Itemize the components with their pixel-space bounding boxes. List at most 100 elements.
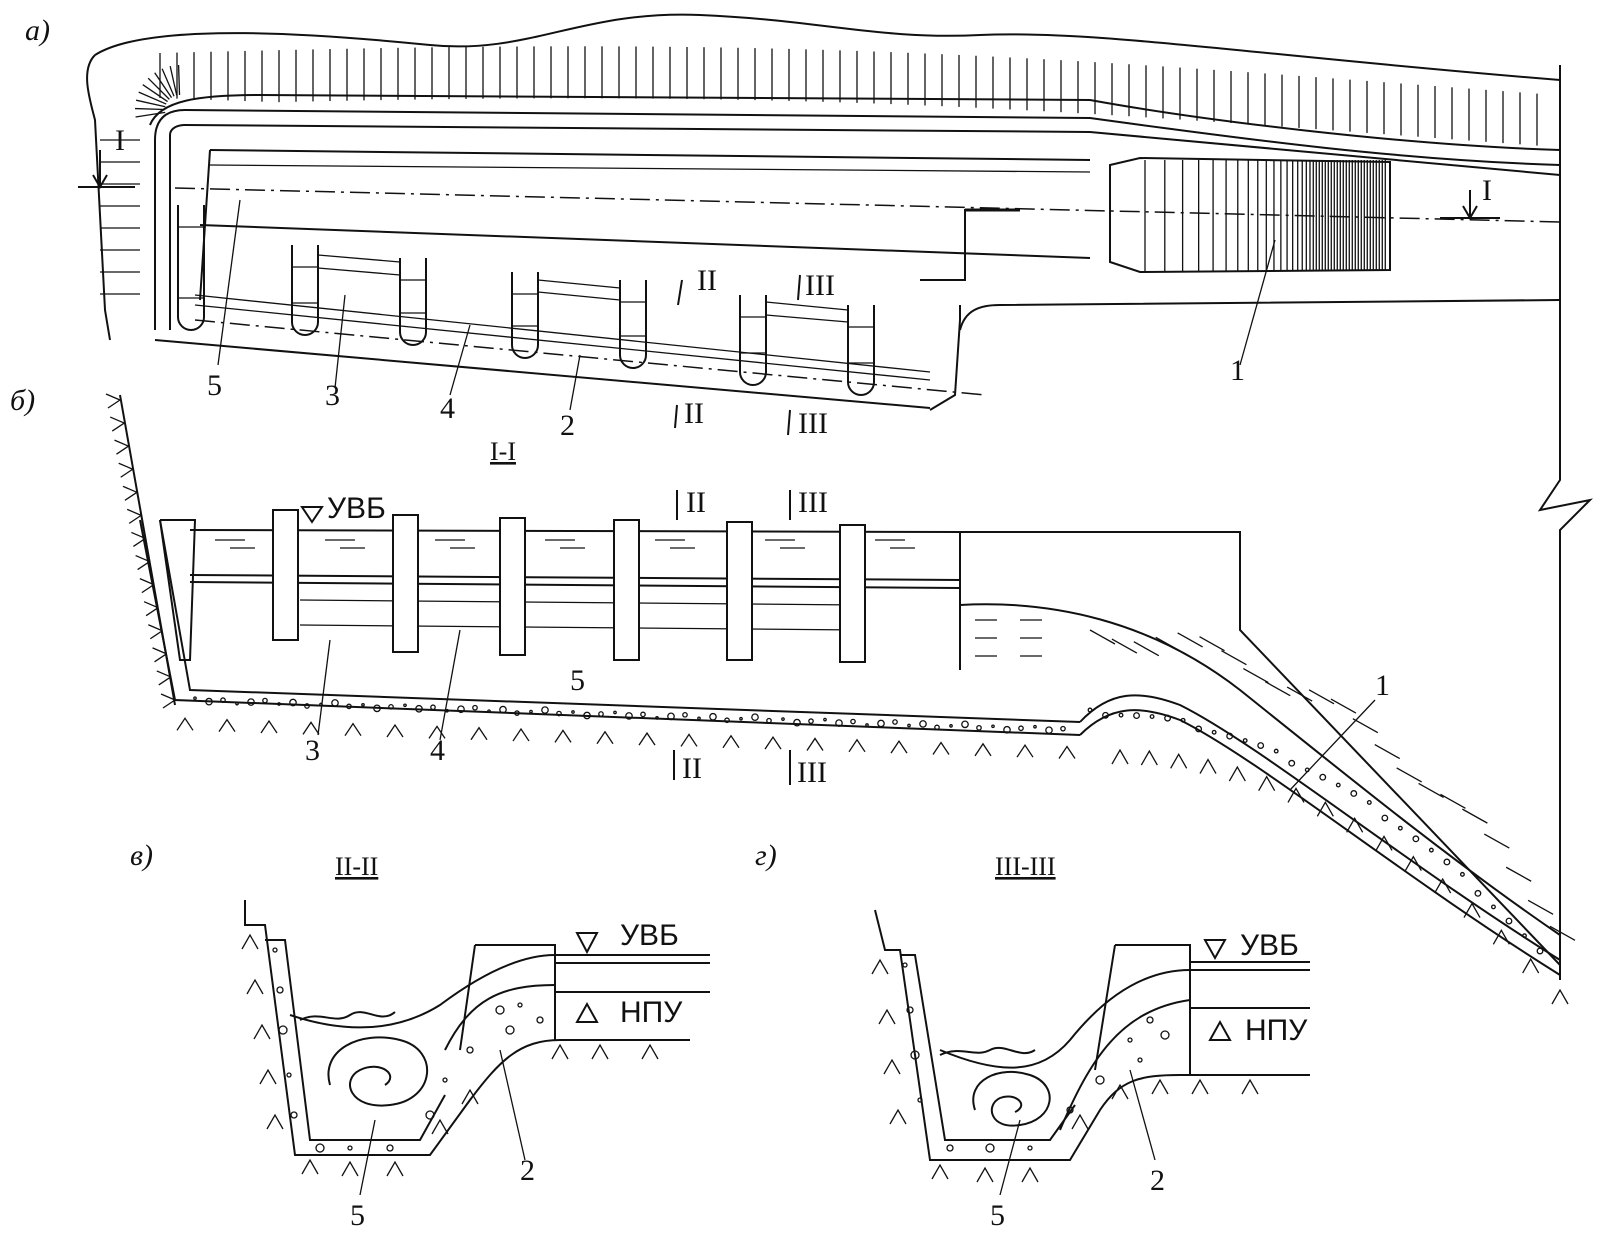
canal-lower-wall-3 <box>194 304 931 381</box>
left-wall <box>159 519 197 661</box>
flow-dash <box>1111 638 1138 654</box>
panel-label-g: г) <box>755 839 777 872</box>
callout-3-section: 3 <box>305 734 320 767</box>
gravel-dot <box>1149 714 1155 720</box>
ground-tick <box>722 734 740 749</box>
leader-2-plan <box>569 354 581 411</box>
gravel-dot <box>1242 738 1248 743</box>
flow-curve-III-1 <box>939 969 1191 1069</box>
callout-5-section: 5 <box>570 664 585 697</box>
ground-tick <box>1434 877 1452 894</box>
ground-tick <box>512 727 530 742</box>
slope-hachure <box>135 111 166 118</box>
gravel-dot <box>919 720 927 728</box>
ground-tick <box>1287 787 1305 803</box>
eddy-II <box>327 1036 428 1107</box>
callout-1-section: 1 <box>1375 669 1390 702</box>
flow-curve-II-2 <box>444 984 556 1051</box>
leader-5-III <box>999 1119 1021 1196</box>
canal-floor-edge <box>209 149 1091 161</box>
sill-plan <box>317 267 401 276</box>
gravel-dot <box>290 1111 298 1119</box>
baffle-pier-plan <box>619 280 647 369</box>
ground-tick <box>114 439 129 455</box>
sill-plan <box>537 279 621 289</box>
axis-line-main <box>174 187 1561 223</box>
leader-5-plan <box>217 199 241 366</box>
slope-hachure <box>135 99 166 108</box>
panel-label-v: в) <box>130 839 153 872</box>
baffle-pier-plan <box>399 258 427 346</box>
uvb-triangle-section <box>300 506 324 524</box>
callout-2-II: 2 <box>520 1154 535 1187</box>
trench-outline-III <box>874 909 1310 1161</box>
gravel-dot <box>1137 1057 1143 1063</box>
slope-hachure <box>161 68 175 97</box>
flow-curve-III-2 <box>1059 999 1191 1131</box>
gravel-dot <box>907 723 911 728</box>
bottom-lining-inner <box>159 519 1081 723</box>
baffle-pier-section <box>726 521 753 661</box>
cut-mark-II-top: II <box>677 264 717 306</box>
gravel-dot <box>286 1072 292 1078</box>
canal-lower-wall <box>154 339 931 409</box>
callout-3-plan: 3 <box>325 379 340 412</box>
ground-tick <box>889 1108 907 1125</box>
sill-line-1 <box>299 599 861 606</box>
gravel-dot <box>910 1050 920 1060</box>
baffle-pier-section <box>613 519 640 661</box>
gravel-dot <box>457 705 465 714</box>
ground-tick <box>883 1058 901 1075</box>
cut-II-label-top: II <box>697 264 717 297</box>
gravel-dot <box>1066 1106 1074 1114</box>
gravel-dot <box>613 710 617 715</box>
slope-hachure <box>177 65 181 96</box>
gravel-dot <box>205 697 213 706</box>
ground-tick <box>1241 1078 1259 1095</box>
leader-2-II <box>499 1049 526 1161</box>
gravel-dot <box>1180 717 1186 723</box>
gravel-dot <box>1003 725 1011 734</box>
baffle-pier-section <box>839 524 866 663</box>
ground-tick <box>118 462 134 478</box>
ground-tick <box>259 1068 277 1085</box>
trench-lining-III <box>900 954 1076 1141</box>
gravel-dot <box>991 724 995 729</box>
gravel-dot <box>1226 732 1234 740</box>
flow-dash <box>1089 629 1116 645</box>
ground-tick <box>253 1023 271 1040</box>
chute-floor-upper <box>1079 694 1561 961</box>
section-title-II-II: II-II <box>335 852 378 881</box>
gravel-dot <box>1045 726 1053 735</box>
gravel-dot <box>315 1143 325 1153</box>
gravel-dot <box>1027 1145 1033 1151</box>
ground-tick <box>344 722 362 737</box>
ground-tick <box>1170 752 1188 769</box>
gravel-dot <box>1195 725 1203 733</box>
gravel-dot <box>1505 917 1513 925</box>
gravel-dot <box>1033 724 1037 729</box>
slope-hachure <box>169 65 178 96</box>
ground-tick <box>1191 1078 1209 1095</box>
ground-tick <box>1228 765 1246 782</box>
chute-floor-lower <box>1079 709 1561 976</box>
gravel-dot <box>1118 712 1124 718</box>
ground-tick <box>341 1160 359 1177</box>
gravel-dot <box>495 1005 505 1015</box>
ground-tick <box>976 1166 994 1183</box>
ground-tick <box>1151 1078 1169 1095</box>
cut-III-label-section-top: III <box>798 486 828 519</box>
slope-hachure <box>135 107 166 111</box>
trench-outline-II <box>244 900 690 1156</box>
callout-5-plan: 5 <box>207 369 222 402</box>
gravel-II <box>272 947 544 1153</box>
gravel-dot <box>1211 729 1217 735</box>
gravel-dot <box>985 1143 995 1153</box>
cross-section-II-II: в) II-II УВБ НПУ 2 5 <box>130 839 710 1232</box>
gravel-dot <box>865 723 869 727</box>
gravel-dot <box>625 712 633 720</box>
ground-tick <box>974 742 992 757</box>
cut-III-label-top: III <box>805 269 835 302</box>
gravel-dot <box>877 719 885 728</box>
ground-tick <box>871 958 889 975</box>
